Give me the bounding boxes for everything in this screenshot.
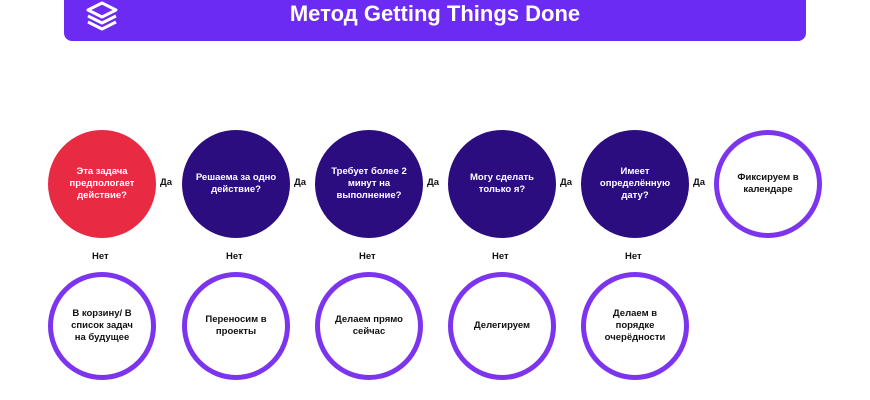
outcome-delegate: Делегируем xyxy=(448,272,556,380)
outcome-projects: Переносим в проекты xyxy=(182,272,290,380)
yes-label-1: Да xyxy=(160,177,173,188)
yes-label-5: Да xyxy=(693,177,706,188)
question-4: Могу сделать только я? xyxy=(448,130,556,238)
outcome-calendar: Фиксируем в календаре xyxy=(714,130,822,238)
no-label-4: Нет xyxy=(492,251,509,262)
no-label-2: Нет xyxy=(226,251,243,262)
yes-label-4: Да xyxy=(560,177,573,188)
yes-label-3: Да xyxy=(427,177,440,188)
question-3: Требует более 2 минут на выполнение? xyxy=(315,130,423,238)
question-1: Эта задача предпологает действие? xyxy=(48,130,156,238)
outcome-in-order: Делаем в порядке очерёдности xyxy=(581,272,689,380)
no-label-3: Нет xyxy=(359,251,376,262)
page-title: Метод Getting Things Done xyxy=(289,1,581,26)
header-banner xyxy=(64,0,806,41)
outcome-trash-or-someday: В корзину/ В список задач на будущее xyxy=(48,272,156,380)
no-label-1: Нет xyxy=(92,251,109,262)
no-label-5: Нет xyxy=(625,251,642,262)
question-2: Решаема за одно действие? xyxy=(182,130,290,238)
outcome-do-now: Делаем прямо сейчас xyxy=(315,272,423,380)
yes-label-2: Да xyxy=(294,177,307,188)
layered-cube-icon xyxy=(86,1,118,31)
question-5: Имеет определённую дату? xyxy=(581,130,689,238)
